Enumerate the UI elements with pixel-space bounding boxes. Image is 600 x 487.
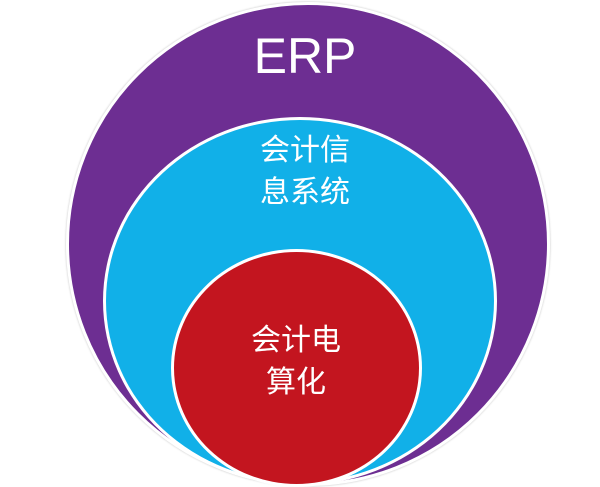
accounting-computerization-circle [171, 249, 422, 487]
accounting-information-system-label-line-2: 息系统 [260, 175, 350, 210]
accounting-information-system-label-line-1: 会计信 [260, 133, 350, 168]
accounting-information-system-label: 会计信 息系统 [200, 130, 410, 214]
accounting-computerization-label: 会计电 算化 [196, 320, 396, 404]
erp-label: ERP [253, 28, 357, 84]
accounting-computerization-label-line-1: 会计电 [251, 323, 341, 358]
accounting-computerization-label-line-2: 算化 [266, 365, 326, 400]
